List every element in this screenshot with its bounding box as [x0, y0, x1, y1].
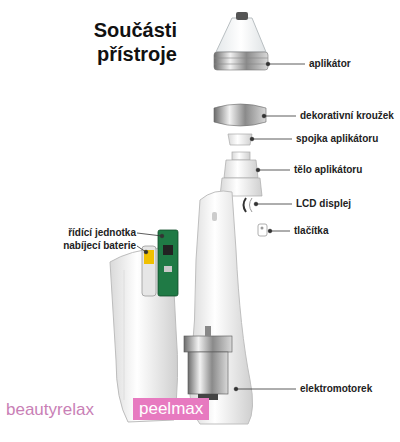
diagram-title: Součásti přístroje	[55, 18, 177, 66]
part-label: tělo aplikátoru	[294, 164, 362, 176]
part-label: LCD displej	[296, 198, 351, 210]
part-label: elektromotorek	[300, 383, 372, 395]
badge-text: peelmax	[133, 398, 209, 420]
part-label: tlačítka	[294, 225, 328, 237]
part-label: dekorativní kroužek	[300, 110, 394, 122]
part-label: spojka aplikátoru	[296, 133, 378, 145]
part-label: aplikátor	[309, 58, 351, 70]
part-label: řídící jednotka	[68, 227, 136, 239]
brand-name: beautyrelax	[6, 400, 94, 420]
brand-badge: peelmax	[133, 398, 209, 420]
part-label: nabíjecí baterie	[63, 240, 136, 252]
